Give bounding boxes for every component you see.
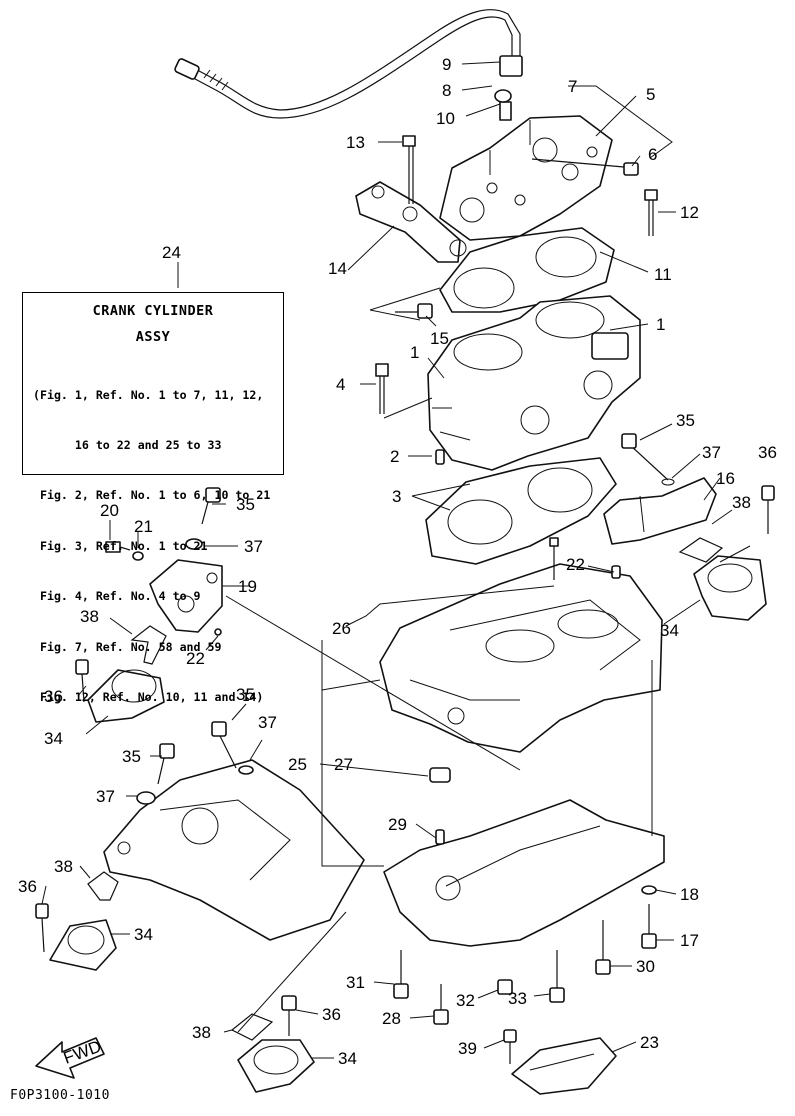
crankcase-bolts: [393, 885, 657, 1025]
callout-label: 26: [332, 619, 351, 638]
callout-label: 16: [716, 469, 735, 488]
callout-label: 34: [44, 729, 63, 748]
cylinder-head: [439, 115, 613, 241]
engine-mount-right: [678, 485, 775, 621]
callout-label: 7: [568, 77, 577, 96]
assembly-info-box: CRANK CYLINDER ASSY (Fig. 1, Ref. No. 1 …: [22, 292, 284, 704]
callout-label: 36: [44, 687, 63, 706]
reference-line: 16 to 22 and 25 to 33: [33, 437, 222, 452]
callout-label: 23: [640, 1033, 659, 1052]
assembly-subtitle: ASSY: [135, 329, 171, 345]
intake-manifold-left: [105, 487, 223, 636]
callout-label: 19: [238, 577, 257, 596]
callout-label: 2: [390, 447, 399, 466]
callout-label: 35: [236, 685, 255, 704]
callout-label: 36: [18, 877, 37, 896]
callout-label: 35: [122, 747, 141, 766]
callout-label: 17: [680, 931, 699, 950]
reference-line: Fig. 2, Ref. No. 1 to 6, 10 to 21: [33, 488, 271, 503]
callout-label: 38: [732, 493, 751, 512]
callout-label: 6: [648, 145, 657, 164]
callout-label: 1: [410, 343, 419, 362]
dowel-2: [435, 449, 445, 465]
lower-crankcase: [383, 767, 665, 947]
callout-label: 37: [702, 443, 721, 462]
callout-label: 25: [288, 755, 307, 774]
callout-label: 10: [436, 109, 455, 128]
callout-label: 22: [566, 555, 585, 574]
callout-label: 30: [636, 957, 655, 976]
reference-line: Fig. 3, Ref. No. 1 to 21: [33, 538, 208, 553]
callout-labels: 9 8 7 5 10 13 6 12 24 14 11 15 1 1 4 35 …: [18, 55, 777, 1068]
hose: [174, 9, 523, 119]
callout-label: 18: [680, 885, 699, 904]
callout-label: 37: [258, 713, 277, 732]
callout-label: 35: [236, 495, 255, 514]
callout-label: 32: [456, 991, 475, 1010]
reference-line: Fig. 12, Ref. No. 10, 11 and 14): [33, 689, 264, 704]
callout-label: 36: [758, 443, 777, 462]
cylinder-block: [427, 295, 641, 471]
callout-label: 28: [382, 1009, 401, 1028]
callout-label: 12: [680, 203, 699, 222]
callout-label: 13: [346, 133, 365, 152]
callout-label: 36: [322, 1005, 341, 1024]
callout-label: 37: [244, 537, 263, 556]
engine-mount-left-lower: [35, 871, 119, 971]
callout-label: 22: [186, 649, 205, 668]
callout-label: 34: [660, 621, 679, 640]
reference-line: (Fig. 1, Ref. No. 1 to 7, 11, 12,: [33, 387, 264, 402]
upper-crankcase: [379, 537, 663, 753]
leader-lines: [41, 61, 751, 1059]
callout-label: 21: [134, 517, 153, 536]
figure-code: F0P3100-1010: [10, 1088, 110, 1103]
callout-label: 34: [338, 1049, 357, 1068]
callout-label: 27: [334, 755, 353, 774]
callout-label: 31: [346, 973, 365, 992]
callout-label: 24: [162, 243, 181, 262]
callout-label: 34: [134, 925, 153, 944]
reference-line: Fig. 4, Ref. No. 4 to 9: [33, 589, 201, 604]
callout-label: 8: [442, 81, 451, 100]
assembly-title: CRANK CYLINDER: [92, 303, 214, 319]
fwd-arrow-icon: FWD: [35, 1037, 105, 1079]
reference-line: Fig. 7, Ref. No. 58 and 59: [33, 639, 222, 654]
callout-label: 38: [80, 607, 99, 626]
intake-manifold-right: [603, 433, 717, 545]
callout-label: 20: [100, 501, 119, 520]
callout-label: 4: [336, 375, 345, 394]
callout-label: 35: [676, 411, 695, 430]
callout-label: 14: [328, 259, 347, 278]
base-gasket: [425, 457, 617, 565]
callout-label: 39: [458, 1039, 477, 1058]
engine-mount-left-upper: [75, 625, 167, 723]
callout-label: 29: [388, 815, 407, 834]
callout-label: 3: [392, 487, 401, 506]
callout-label: 15: [430, 329, 449, 348]
assembly-reference-list: (Fig. 1, Ref. No. 1 to 7, 11, 12, 16 to …: [23, 353, 283, 739]
callout-label: 38: [54, 857, 73, 876]
bolt-4: [375, 363, 389, 414]
head-gasket: [439, 227, 615, 313]
callout-label: 5: [646, 85, 655, 104]
stud-15: [395, 303, 433, 319]
cover-23: [503, 1029, 617, 1095]
callout-label: 38: [192, 1023, 211, 1042]
callout-label: 9: [442, 55, 451, 74]
callout-label: 33: [508, 989, 527, 1008]
callout-label: 1: [656, 315, 665, 334]
head-bolts: [402, 89, 658, 236]
callout-label: 11: [654, 265, 672, 284]
bracket: [355, 181, 467, 263]
oil-tank: [103, 721, 365, 941]
callout-label: 37: [96, 787, 115, 806]
engine-mount-bottom: [230, 995, 315, 1093]
